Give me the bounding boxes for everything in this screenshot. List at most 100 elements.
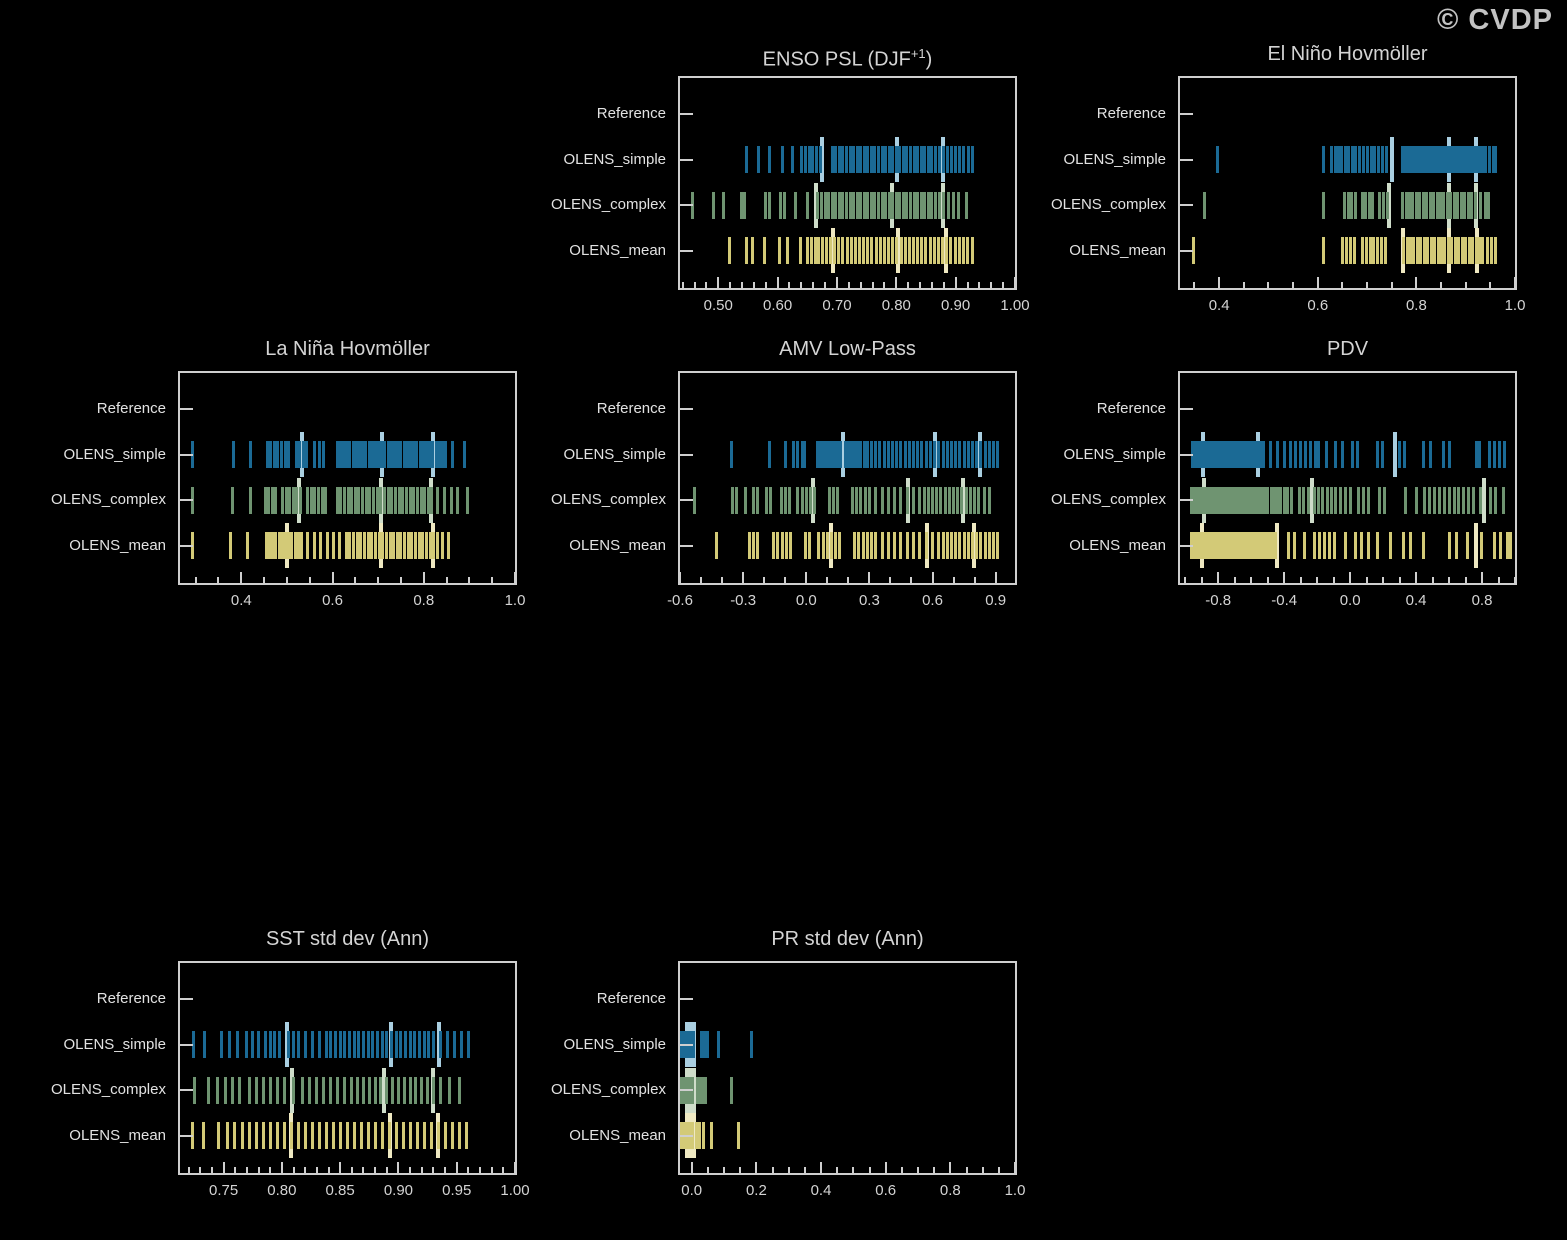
data-mark — [721, 191, 725, 219]
data-mark — [217, 1122, 221, 1150]
data-mark — [1233, 532, 1237, 560]
data-mark — [743, 191, 747, 219]
x-tick-minor — [693, 282, 696, 288]
data-mark — [1266, 486, 1270, 514]
panel-title: La Niña Hovmöller — [265, 338, 430, 360]
data-mark — [1402, 532, 1406, 560]
data-mark — [827, 191, 831, 219]
y-tick — [680, 544, 693, 547]
data-mark — [1505, 532, 1509, 560]
data-mark — [783, 441, 787, 469]
data-mark — [962, 441, 966, 469]
data-mark — [945, 237, 949, 265]
data-mark — [1415, 146, 1419, 174]
data-mark — [1314, 441, 1318, 469]
x-tick-label: 0.75 — [208, 1182, 239, 1199]
x-tick-minor — [800, 282, 803, 288]
data-mark — [1414, 191, 1418, 219]
data-mark — [857, 532, 861, 560]
x-tick-minor — [681, 282, 684, 288]
data-mark — [1210, 441, 1214, 469]
data-mark — [820, 237, 824, 265]
x-tick-major — [422, 572, 425, 583]
data-mark — [288, 486, 292, 514]
data-mark — [1202, 191, 1206, 219]
data-mark — [828, 441, 832, 469]
data-mark — [1487, 441, 1491, 469]
data-mark — [248, 441, 252, 469]
data-mark — [750, 1031, 754, 1059]
data-mark — [843, 441, 847, 469]
data-mark — [1341, 441, 1345, 469]
data-mark — [296, 1122, 300, 1150]
data-mark — [844, 191, 848, 219]
data-mark — [1457, 486, 1461, 514]
data-mark — [1212, 532, 1216, 560]
data-mark — [815, 146, 819, 174]
data-mark — [968, 486, 972, 514]
data-mark — [1352, 237, 1356, 265]
x-tick-label: -0.8 — [1205, 592, 1232, 609]
data-mark — [1404, 191, 1408, 219]
y-tick — [1180, 204, 1193, 207]
x-tick-major — [1283, 572, 1286, 583]
data-mark — [399, 532, 403, 560]
data-mark — [296, 532, 300, 560]
data-mark — [466, 1031, 470, 1059]
data-mark — [1437, 486, 1441, 514]
data-mark — [1380, 237, 1384, 265]
x-tick-major — [868, 572, 871, 583]
panel-title: El Niño Hovmöller — [1267, 43, 1428, 65]
x-tick-major — [397, 1162, 400, 1173]
x-tick-minor — [468, 577, 471, 583]
data-mark — [1333, 486, 1337, 514]
data-mark — [853, 532, 857, 560]
data-mark — [301, 1076, 305, 1104]
data-mark — [442, 486, 446, 514]
data-mark — [1425, 191, 1429, 219]
data-mark — [1196, 486, 1200, 514]
data-mark — [316, 486, 320, 514]
y-tick — [180, 1134, 193, 1137]
data-mark — [231, 1076, 235, 1104]
data-mark — [1426, 237, 1430, 265]
data-mark — [1408, 532, 1412, 560]
data-mark — [936, 237, 940, 265]
data-mark — [979, 532, 983, 560]
data-mark — [1224, 532, 1227, 560]
data-mark — [428, 532, 432, 560]
data-mark — [329, 1076, 333, 1104]
data-mark — [849, 237, 853, 265]
data-mark — [1241, 532, 1245, 560]
x-tick-minor — [354, 577, 357, 583]
data-mark — [1247, 532, 1251, 560]
data-mark — [869, 441, 873, 469]
x-tick-major — [222, 1162, 225, 1173]
data-mark — [1192, 441, 1196, 469]
data-mark — [756, 146, 760, 174]
data-mark — [1217, 441, 1221, 469]
data-mark — [1366, 486, 1370, 514]
data-mark — [278, 1031, 282, 1059]
data-mark — [1472, 146, 1476, 174]
data-mark — [310, 1122, 314, 1150]
data-mark — [322, 1076, 326, 1104]
x-tick-major — [280, 1162, 283, 1173]
data-mark — [393, 441, 397, 469]
data-mark — [1421, 532, 1425, 560]
data-mark — [1252, 441, 1256, 469]
x-tick-minor — [764, 282, 767, 288]
data-mark — [1415, 486, 1419, 514]
data-mark — [828, 237, 832, 265]
data-mark — [1268, 441, 1272, 469]
y-tick — [680, 499, 693, 502]
row-label-olens-simple: OLENS_simple — [563, 445, 666, 463]
x-tick-major — [994, 572, 997, 583]
x-tick-minor — [965, 1167, 968, 1173]
data-mark — [432, 532, 436, 560]
data-mark — [1354, 146, 1358, 174]
data-mark — [1373, 146, 1377, 174]
data-mark — [1240, 441, 1244, 469]
data-mark — [874, 441, 878, 469]
data-mark — [1357, 146, 1361, 174]
